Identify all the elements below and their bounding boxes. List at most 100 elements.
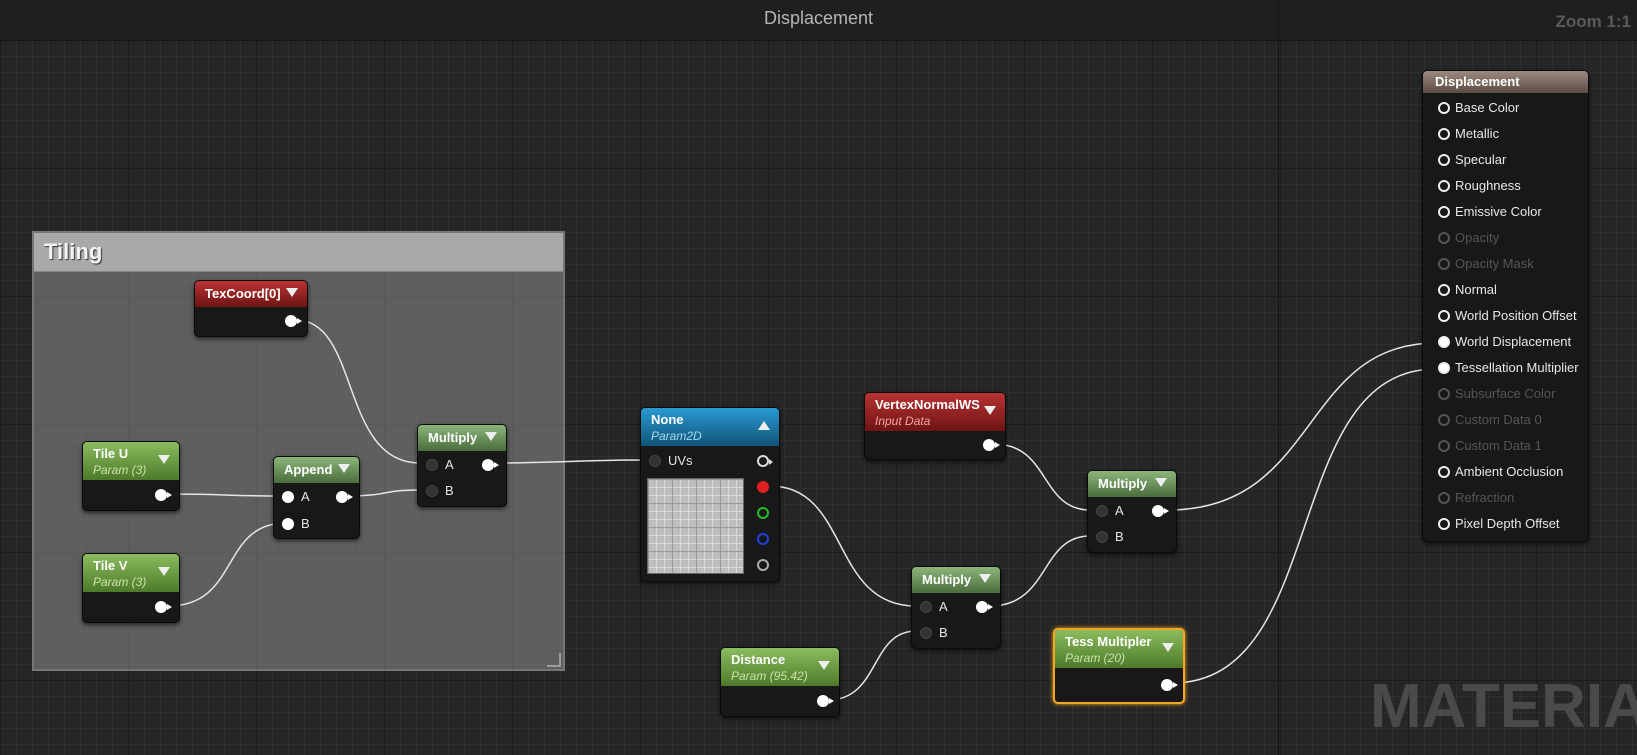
texture-blue-output-pin[interactable] <box>757 533 769 545</box>
multiply-node-3[interactable]: Multiply A B <box>911 566 1001 649</box>
material-input-row[interactable]: Custom Data 0 <box>1423 409 1588 433</box>
tile-v-output-pin[interactable] <box>155 601 172 613</box>
wire-texture-red-to-multiply <box>769 485 917 607</box>
tile-v-node[interactable]: Tile V Param (3) <box>82 553 180 623</box>
collapse-arrow-icon[interactable] <box>286 288 298 297</box>
material-input-row[interactable]: Refraction <box>1423 487 1588 511</box>
multiply-node-1-header[interactable]: Multiply <box>418 425 506 451</box>
material-input-row[interactable]: Subsurface Color <box>1423 383 1588 407</box>
collapse-arrow-icon[interactable] <box>1162 643 1174 652</box>
comment-title[interactable]: Tiling <box>34 233 563 272</box>
tile-v-node-subtitle: Param (3) <box>93 575 147 589</box>
material-input-row[interactable]: Pixel Depth Offset <box>1423 513 1588 537</box>
multiply2-output-pin[interactable] <box>1152 505 1169 517</box>
distance-output-pin[interactable] <box>817 695 834 707</box>
collapse-arrow-icon[interactable] <box>758 421 770 430</box>
append-input-a-pin[interactable] <box>282 491 294 503</box>
material-input-row[interactable]: Base Color <box>1423 97 1588 121</box>
material-input-row[interactable]: Tessellation Multiplier <box>1423 357 1588 381</box>
material-input-pin[interactable] <box>1438 388 1450 400</box>
material-input-row[interactable]: World Displacement <box>1423 331 1588 355</box>
append-node-header[interactable]: Append <box>274 457 359 483</box>
texcoord-output-pin[interactable] <box>285 315 302 327</box>
material-input-pin[interactable] <box>1438 336 1450 348</box>
vertex-normal-node[interactable]: VertexNormalWS Input Data <box>864 392 1006 460</box>
material-input-pin[interactable] <box>1438 232 1450 244</box>
material-input-row[interactable]: Custom Data 1 <box>1423 435 1588 459</box>
collapse-arrow-icon[interactable] <box>984 406 996 415</box>
multiply-node-1[interactable]: Multiply A B <box>417 424 507 507</box>
material-node-title[interactable]: Displacement <box>1423 71 1588 93</box>
material-input-pin[interactable] <box>1438 362 1450 374</box>
material-input-pin[interactable] <box>1438 128 1450 140</box>
texture-param-node[interactable]: None Param2D UVs <box>640 407 780 582</box>
tess-multiplier-output-pin[interactable] <box>1161 679 1178 691</box>
material-input-pin[interactable] <box>1438 440 1450 452</box>
multiply3-output-pin[interactable] <box>976 601 993 613</box>
material-input-pin[interactable] <box>1438 258 1450 270</box>
multiply3-input-b-pin[interactable] <box>920 627 932 639</box>
material-input-row[interactable]: Opacity Mask <box>1423 253 1588 277</box>
material-input-pin[interactable] <box>1438 154 1450 166</box>
material-input-row[interactable]: Roughness <box>1423 175 1588 199</box>
material-input-row[interactable]: Ambient Occlusion <box>1423 461 1588 485</box>
distance-node-header[interactable]: Distance Param (95.42) <box>721 648 839 686</box>
material-input-pin[interactable] <box>1438 310 1450 322</box>
collapse-arrow-icon[interactable] <box>158 455 170 464</box>
material-input-pin[interactable] <box>1438 102 1450 114</box>
texcoord-node[interactable]: TexCoord[0] <box>194 280 308 337</box>
material-input-pin[interactable] <box>1438 466 1450 478</box>
tile-u-output-pin[interactable] <box>155 489 172 501</box>
material-input-row[interactable]: Opacity <box>1423 227 1588 251</box>
vertex-normal-node-header[interactable]: VertexNormalWS Input Data <box>865 393 1005 431</box>
material-input-row[interactable]: World Position Offset <box>1423 305 1588 329</box>
multiply3-input-a-pin[interactable] <box>920 601 932 613</box>
material-input-row[interactable]: Specular <box>1423 149 1588 173</box>
multiply2-input-a-pin[interactable] <box>1096 505 1108 517</box>
material-input-pin[interactable] <box>1438 492 1450 504</box>
texcoord-node-header[interactable]: TexCoord[0] <box>195 281 307 307</box>
material-input-pin[interactable] <box>1438 180 1450 192</box>
comment-resize-handle[interactable] <box>547 653 561 667</box>
collapse-arrow-icon[interactable] <box>818 661 830 670</box>
material-input-pin[interactable] <box>1438 414 1450 426</box>
tile-u-node-header[interactable]: Tile U Param (3) <box>83 442 179 480</box>
multiply2-input-b-pin[interactable] <box>1096 531 1108 543</box>
material-input-row[interactable]: Metallic <box>1423 123 1588 147</box>
tile-u-node[interactable]: Tile U Param (3) <box>82 441 180 511</box>
wire-tileu-to-append <box>167 493 287 497</box>
texture-green-output-pin[interactable] <box>757 507 769 519</box>
multiply1-output-pin[interactable] <box>482 459 499 471</box>
texture-rgb-output-pin[interactable] <box>757 455 773 467</box>
collapse-arrow-icon[interactable] <box>485 432 497 441</box>
multiply-node-3-header[interactable]: Multiply <box>912 567 1000 593</box>
material-input-row[interactable]: Normal <box>1423 279 1588 303</box>
graph-title: Displacement <box>763 8 874 28</box>
append-input-b-pin[interactable] <box>282 518 294 530</box>
material-input-pin[interactable] <box>1438 284 1450 296</box>
tess-multiplier-node[interactable]: Tess Multipler Param (20) <box>1053 628 1185 704</box>
material-input-pin[interactable] <box>1438 206 1450 218</box>
append-output-pin[interactable] <box>336 491 353 503</box>
tile-v-node-header[interactable]: Tile V Param (3) <box>83 554 179 592</box>
multiply-node-2[interactable]: Multiply A B <box>1087 470 1177 553</box>
append-node[interactable]: Append A B <box>273 456 360 539</box>
material-input-pin[interactable] <box>1438 518 1450 530</box>
texture-alpha-output-pin[interactable] <box>757 559 769 571</box>
collapse-arrow-icon[interactable] <box>1155 478 1167 487</box>
multiply1-input-b-pin[interactable] <box>426 485 438 497</box>
material-input-row[interactable]: Emissive Color <box>1423 201 1588 225</box>
texture-uvs-input-pin[interactable] <box>649 455 661 467</box>
vertex-normal-output-pin[interactable] <box>983 439 1000 451</box>
multiply1-input-a-pin[interactable] <box>426 459 438 471</box>
collapse-arrow-icon[interactable] <box>979 574 991 583</box>
texture-red-output-pin[interactable] <box>757 481 769 493</box>
collapse-arrow-icon[interactable] <box>158 567 170 576</box>
tess-multiplier-node-header[interactable]: Tess Multipler Param (20) <box>1055 630 1183 668</box>
texture-param-node-header[interactable]: None Param2D <box>641 408 779 446</box>
multiply-node-2-header[interactable]: Multiply <box>1088 471 1176 497</box>
graph-title-bar: Displacement Zoom 1:1 <box>0 0 1637 41</box>
distance-node[interactable]: Distance Param (95.42) <box>720 647 840 717</box>
collapse-arrow-icon[interactable] <box>338 464 350 473</box>
